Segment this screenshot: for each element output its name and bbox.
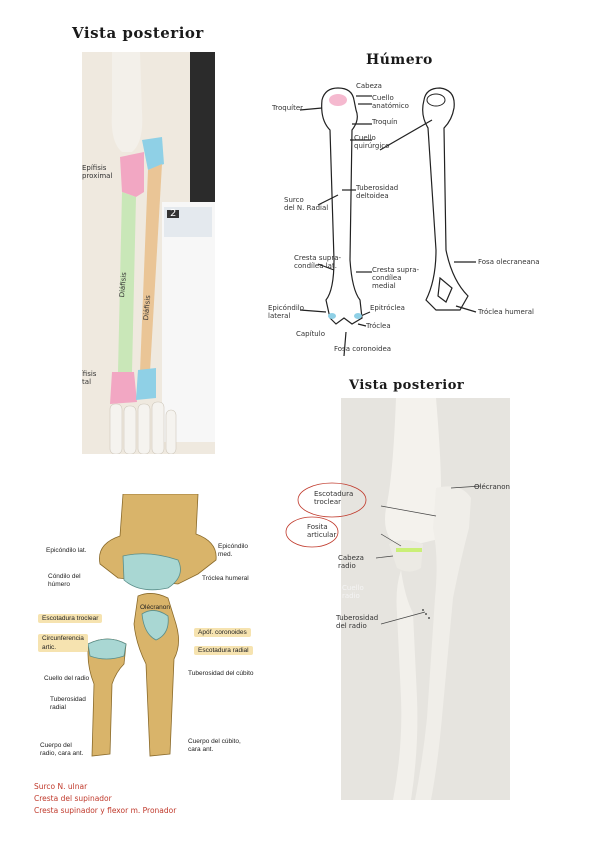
atlas-tuberosidad-cubito: Tuberosidad del cúbito — [188, 670, 254, 677]
atlas-apof-coronoides: Apóf. coronoides — [194, 628, 251, 637]
atlas-troclea-humeral: Tróclea humeral — [202, 575, 249, 582]
atlas-escotadura-troclear: Escotadura troclear — [38, 614, 103, 623]
hum-fosa-olecraneana: Fosa olecraneana — [478, 258, 540, 266]
atlas-cuerpo-radio: Cuerpo del radio, cara ant. — [40, 742, 84, 757]
label-epifisis-proximal: Epífisis proximal — [82, 164, 113, 180]
atlas-escotadura-radial: Escotadura radial — [194, 646, 253, 655]
atlas-illustration — [28, 494, 278, 764]
hum-troclea-humeral: Tróclea humeral — [478, 308, 534, 316]
hum-capitulo: Capítulo — [296, 330, 325, 338]
atlas-olecranon: Olécranon — [140, 604, 170, 611]
atlas-epicondilo-med: Epicóndilo med. — [218, 543, 248, 558]
title-vista-posterior-top: Vista posterior — [72, 24, 204, 42]
hum-epitroclea: Epitróclea — [370, 304, 405, 312]
title-humero: Húmero — [366, 52, 433, 68]
forearm-photo: Epífisis proximal Diáfisis Diáfisis Epíf… — [82, 52, 215, 454]
p2-olecranon: Olécranon — [474, 483, 510, 491]
p2-cabeza-radio: Cabeza radio — [338, 554, 364, 570]
hum-epicondilo-lateral: Epicóndilo lateral — [268, 304, 304, 320]
title-vista-posterior-bottom: Vista posterior — [349, 378, 465, 393]
hum-troclea: Tróclea — [366, 322, 391, 330]
hum-cresta-medial: Cresta supra- condílea medial — [372, 266, 420, 290]
atlas-cuello-radio: Cuello del radio — [44, 675, 90, 682]
hum-troquin: Troquín — [372, 118, 398, 126]
p2-tuberosidad-radio: Tuberosidad del radio — [336, 614, 379, 630]
atlas-epicondilo-lat: Epicóndilo lat. — [46, 547, 87, 554]
p2-cuello-radio: Cuello radio — [342, 584, 364, 600]
atlas-drawing — [87, 494, 217, 757]
forearm-photo-drawing — [82, 52, 215, 454]
atlas-tuberosidad-radial: Tuberosidad radial — [50, 696, 86, 711]
hum-troquiter: Troquíter — [272, 104, 304, 112]
hum-cuello-anatomico: Cuello anatómico — [372, 94, 409, 110]
note-1: Surco N. ulnar — [34, 782, 88, 791]
elbow-model-drawing — [341, 398, 510, 800]
hum-cuello-quirurgico: Cuello quirúrgico — [354, 134, 390, 150]
hum-cresta-lateral: Cresta supra- condílea lat. — [294, 254, 342, 270]
atlas-circunferencia-artic: Circunferencia artic. — [38, 634, 88, 652]
elbow-model-photo — [341, 398, 510, 800]
label-epifisis-distal: Epífisis distal — [82, 370, 97, 386]
p2-fosita-articular: Fosita articular — [307, 523, 337, 539]
note-3: Cresta supinador y flexor m. Pronador — [34, 806, 177, 815]
atlas-condilo-humero: Cóndilo del húmero — [48, 573, 81, 588]
hum-cabeza: Cabeza — [356, 82, 382, 90]
book-number: 2 — [167, 209, 180, 219]
hum-tuberosidad-deltoidea: Tuberosidad deltoidea — [356, 184, 399, 200]
p2-escotadura-troclear: Escotadura troclear — [314, 490, 354, 506]
atlas-cuerpo-cubito: Cuerpo del cúbito, cara ant. — [188, 738, 241, 753]
hum-fosa-coronoidea: Fosa coronoidea — [334, 345, 392, 353]
note-2: Cresta del supinador — [34, 794, 112, 803]
hum-surco-radial: Surco del N. Radial — [284, 196, 329, 212]
